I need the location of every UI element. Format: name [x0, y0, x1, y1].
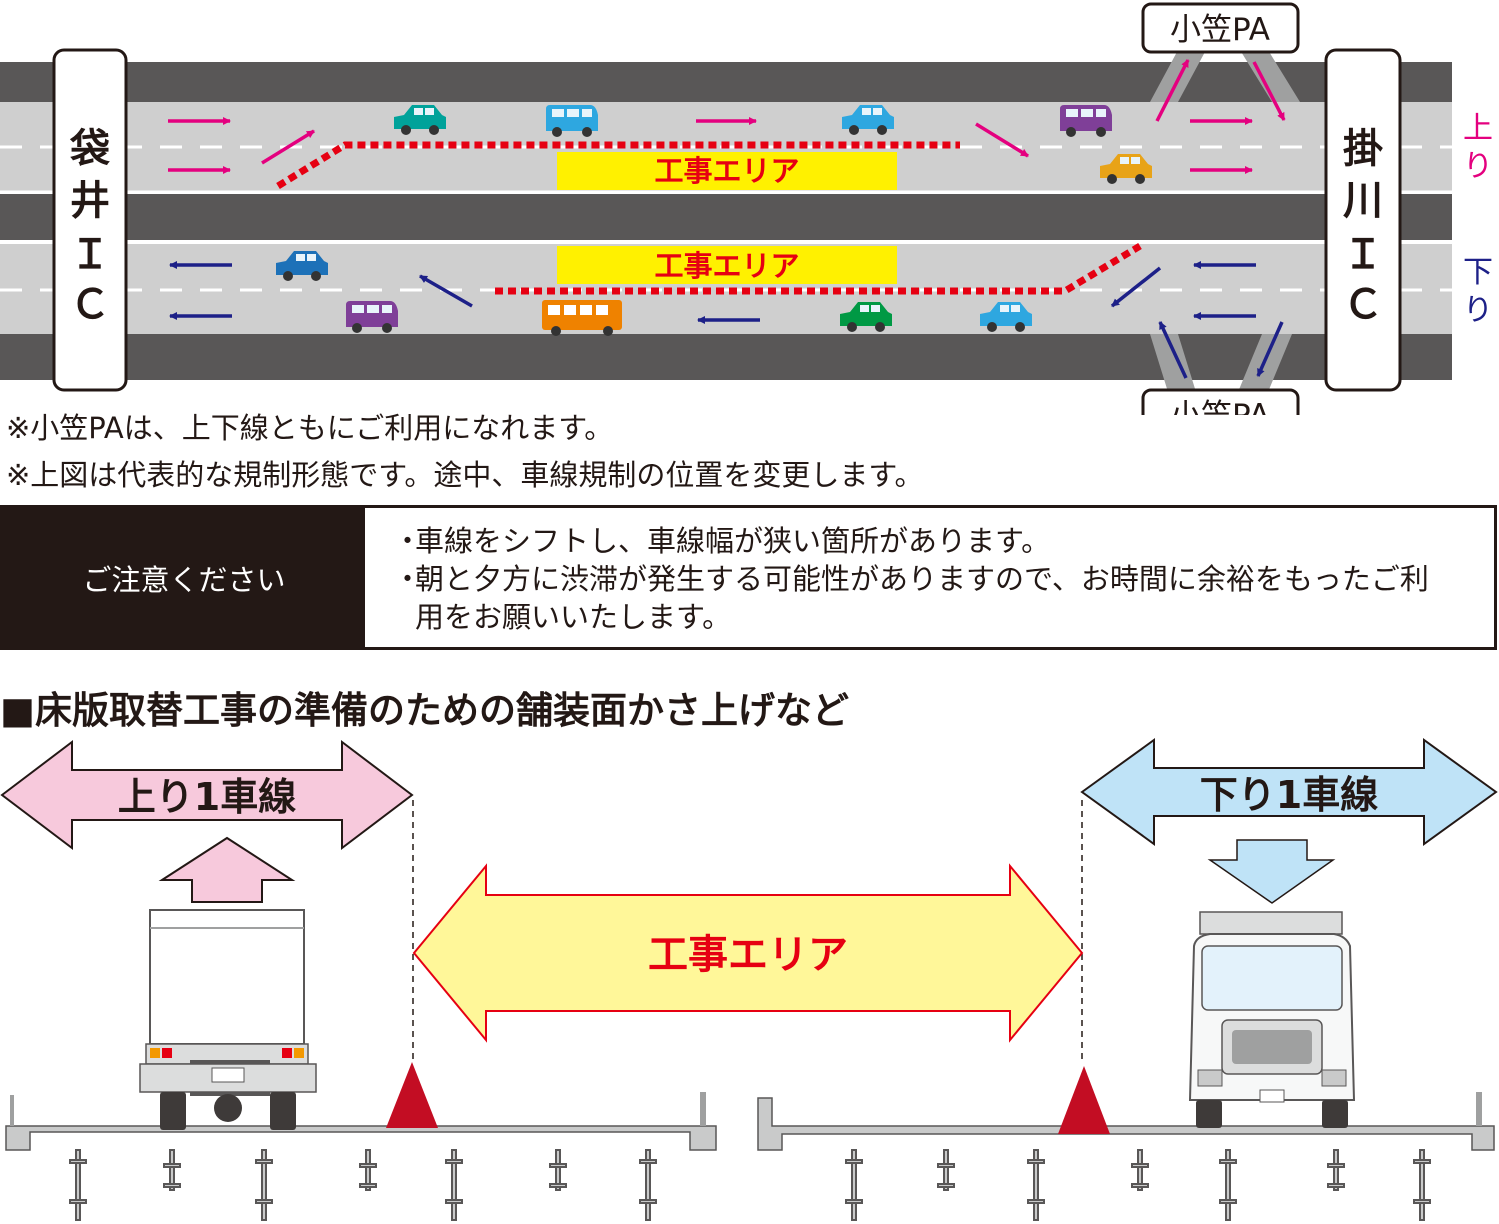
ic-label-left: 袋 井 Ｉ Ｃ — [69, 126, 110, 328]
down-lane-arrow — [1080, 738, 1498, 846]
down-direction-arrows — [169, 261, 1284, 379]
svg-text:り: り — [1463, 293, 1493, 328]
up-lane-arrow — [0, 739, 414, 851]
note-pa: ※小笠PAは、上下線ともにご利用になれます。 — [6, 411, 614, 445]
svg-text:下: 下 — [1463, 255, 1493, 290]
truck-rear — [139, 909, 317, 1130]
ic-label-right: 掛 川 Ｉ Ｃ — [1343, 126, 1383, 328]
section-title: ■床版取替工事の準備のための舗装面かさ上げなど — [0, 689, 849, 732]
caution-item: ・ 車線をシフトし、車線幅が狭い箇所があります。 — [393, 522, 1494, 560]
svg-text:袋: 袋 — [69, 126, 110, 172]
svg-text:り: り — [1463, 149, 1493, 184]
bridge-deck-right — [757, 1092, 1495, 1221]
lower-arrow-down — [1207, 839, 1336, 904]
caution-item-text: 朝と夕方に渋滞が発生する可能性がありますので、お時間に余裕をもったご利用をお願い… — [415, 562, 1429, 634]
pa-label-bottom: 小笠PA — [1170, 398, 1270, 415]
traffic-cone-left — [386, 1062, 438, 1128]
bullet: ・ — [393, 524, 423, 558]
svg-text:掛: 掛 — [1343, 126, 1383, 172]
caution-items: ・ 車線をシフトし、車線幅が狭い箇所があります。 ・ 朝と夕方に渋滞が発生する可… — [365, 508, 1494, 647]
cross-section-diagram: 上り1車線 下り1車線 工事エリア — [0, 738, 1498, 1221]
road-diagram: 工事エリア 工事エリア — [0, 2, 1493, 415]
traffic-cone-right — [1058, 1066, 1110, 1134]
bullet: ・ — [393, 562, 423, 596]
direction-label-down: 下 り — [1463, 255, 1493, 328]
pa-box-bottom — [1141, 388, 1300, 415]
up-direction-arrows — [168, 59, 1286, 174]
up-lane-label: 上り1車線 — [118, 775, 296, 819]
down-lane-label: 下り1車線 — [1200, 773, 1378, 817]
svg-text:井: 井 — [70, 178, 110, 224]
ic-box-right — [1324, 48, 1402, 392]
caution-box: ご注意ください ・ 車線をシフトし、車線幅が狭い箇所があります。 ・ 朝と夕方に… — [0, 505, 1497, 650]
work-area-arrow-label: 工事エリア — [648, 932, 848, 978]
work-area-label-top: 工事エリア — [654, 154, 799, 188]
truck-front — [1188, 911, 1356, 1128]
bridge-deck-left — [5, 1092, 717, 1221]
ic-box-left — [52, 48, 128, 392]
svg-text:Ｉ: Ｉ — [70, 232, 110, 278]
caution-item-text: 車線をシフトし、車線幅が狭い箇所があります。 — [415, 524, 1051, 558]
pa-box-top — [1141, 2, 1300, 54]
bus-orange — [542, 300, 622, 336]
raise-arrow-up — [158, 836, 296, 903]
svg-text:上: 上 — [1463, 111, 1493, 146]
median — [0, 194, 1452, 240]
road-down-outer-shoulder — [0, 334, 1452, 380]
road-up-outer-shoulder — [0, 62, 1452, 102]
work-area-box-bottom — [557, 246, 897, 284]
work-area-arrow — [412, 863, 1084, 1043]
svg-text:Ｃ: Ｃ — [1343, 282, 1383, 328]
svg-text:川: 川 — [1343, 178, 1383, 224]
svg-text:Ｉ: Ｉ — [1343, 232, 1383, 278]
direction-label-up: 上 り — [1463, 111, 1493, 184]
work-area-box-top — [557, 152, 897, 190]
work-line-up — [276, 141, 960, 189]
pa-label-top: 小笠PA — [1170, 12, 1270, 48]
vehicles — [276, 105, 1152, 336]
note-regulation: ※上図は代表的な規制形態です。途中、車線規制の位置を変更します。 — [6, 458, 924, 492]
svg-text:Ｃ: Ｃ — [70, 282, 110, 328]
caution-item: ・ 朝と夕方に渋滞が発生する可能性がありますので、お時間に余裕をもったご利用をお… — [393, 560, 1433, 636]
work-area-label-bottom: 工事エリア — [654, 249, 799, 283]
caution-label: ご注意ください — [3, 508, 365, 647]
work-line-down — [495, 242, 1142, 295]
